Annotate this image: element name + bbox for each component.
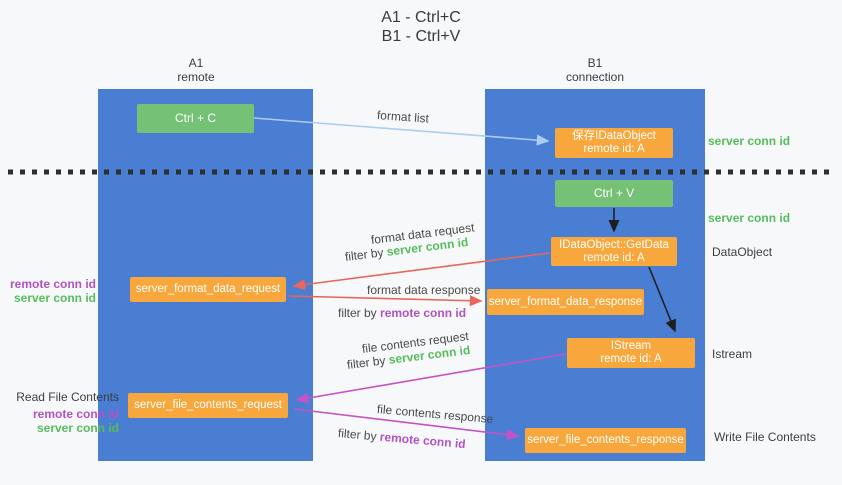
server-conn-id-top-annotation: server conn id — [708, 134, 791, 148]
server-conn-id-label-2: server conn id — [36, 421, 119, 435]
server-format-data-response-label: server_format_data_response — [488, 295, 643, 308]
lane-b1-name: B1 — [587, 56, 603, 70]
getdata-line1: IDataObject::GetData — [559, 238, 669, 251]
title-line-ctrl-v: B1 - Ctrl+V — [381, 28, 461, 45]
format-data-response-filter: filter by remote conn id — [338, 306, 466, 320]
format-data-response-label: format data response — [367, 283, 481, 297]
filter-by-prefix-2: filter by — [338, 306, 377, 320]
title-line-ctrl-c: A1 - Ctrl+C — [381, 9, 461, 26]
ctrl-v-node: Ctrl + V — [555, 180, 673, 207]
server-format-data-response-node: server_format_data_response — [487, 289, 644, 315]
istream-line1: IStream — [610, 340, 652, 352]
lane-a1-header: A1 remote — [136, 56, 256, 84]
lane-b1-header: B1 connection — [535, 56, 655, 84]
ctrl-v-label: Ctrl + V — [593, 186, 635, 200]
remote-conn-id-label-2: remote conn id — [32, 407, 119, 421]
save-idataobject-node: 保存IDataObject remote id: A — [555, 128, 673, 158]
filter-key-remote-conn-2: remote conn id — [379, 429, 467, 452]
server-file-contents-request-node: server_file_contents_request — [128, 393, 288, 418]
lane-b1-subtitle: connection — [565, 70, 625, 84]
server-format-data-request-node: server_format_data_request — [130, 277, 286, 302]
server-format-data-request-label: server_format_data_request — [135, 283, 281, 295]
lane-a1-name: A1 — [188, 56, 204, 70]
filter-key-remote-conn-1: remote conn id — [380, 306, 467, 320]
getdata-line2: remote id: A — [583, 251, 645, 264]
save-idataobject-line1: 保存IDataObject — [572, 130, 656, 142]
read-file-contents-annotation: Read File Contents — [16, 390, 119, 404]
save-idataobject-line2: remote id: A — [583, 143, 645, 155]
conn-id-pair-file: remote conn id server conn id — [0, 407, 119, 435]
conn-id-pair-format: remote conn id server conn id — [0, 277, 96, 305]
ctrl-c-label: Ctrl + C — [174, 111, 216, 125]
file-contents-response-label: file contents response — [376, 402, 494, 427]
diagram-title: A1 - Ctrl+C B1 - Ctrl+V — [0, 8, 842, 46]
server-file-contents-response-label: server_file_contents_response — [527, 434, 684, 446]
server-conn-id-mid-annotation: server conn id — [708, 211, 791, 225]
ctrl-c-node: Ctrl + C — [137, 104, 254, 133]
filter-by-prefix-4: filter by — [337, 426, 378, 444]
filter-by-prefix-3: filter by — [346, 353, 387, 372]
write-file-contents-annotation: Write File Contents — [714, 430, 816, 444]
server-file-contents-request-label: server_file_contents_request — [134, 399, 282, 411]
istream-annotation: Istream — [712, 347, 753, 361]
istream-line2: remote id: A — [600, 353, 662, 365]
idataobject-getdata-node: IDataObject::GetData remote id: A — [551, 237, 677, 266]
dataobject-annotation: DataObject — [712, 245, 773, 259]
lane-a1-subtitle: remote — [177, 70, 215, 84]
format-list-label: format list — [376, 108, 430, 126]
server-conn-id-label-1: server conn id — [13, 291, 96, 305]
server-file-contents-response-node: server_file_contents_response — [525, 428, 686, 453]
file-contents-response-filter: filter by remote conn id — [337, 426, 466, 451]
filter-by-prefix-1: filter by — [344, 245, 385, 264]
istream-node: IStream remote id: A — [567, 338, 695, 368]
remote-conn-id-label-1: remote conn id — [9, 277, 96, 291]
